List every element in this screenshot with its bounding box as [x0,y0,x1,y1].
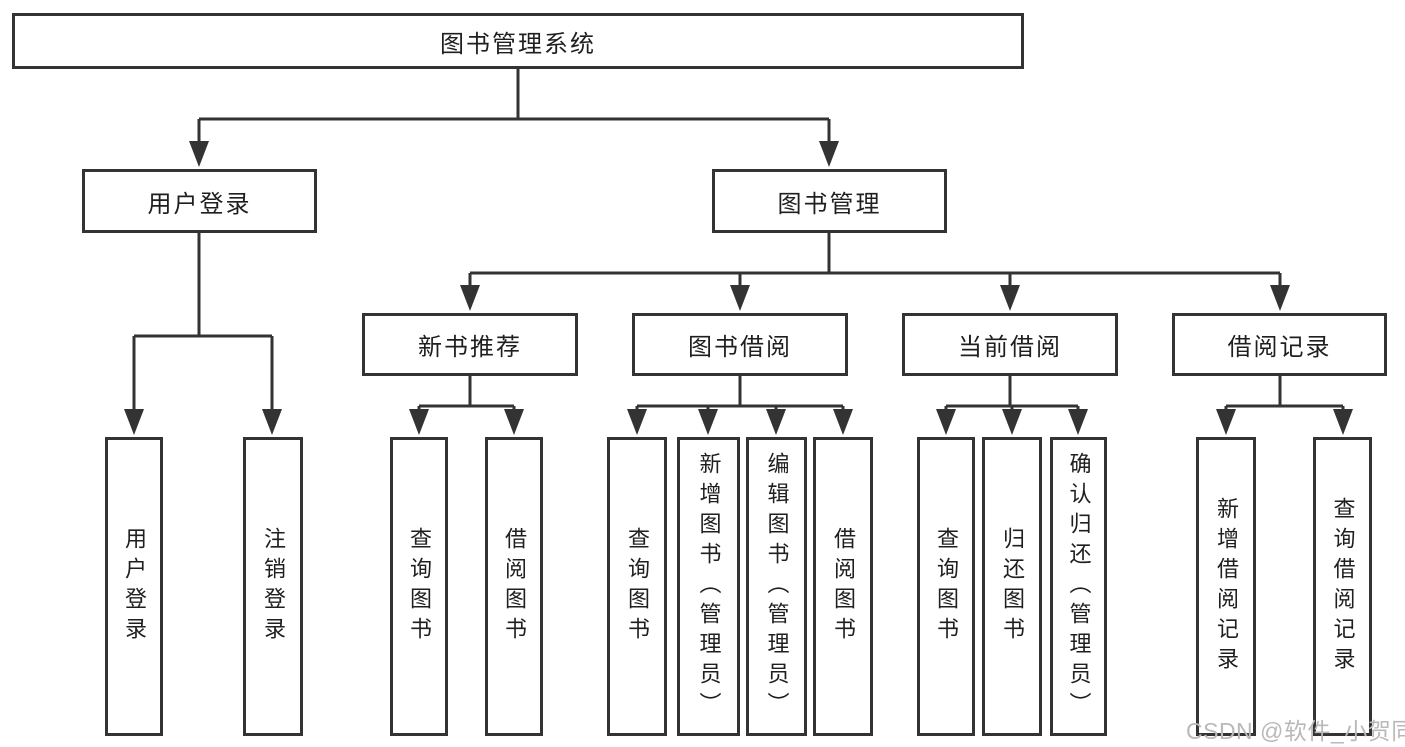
leaf-borrow-book-2: 借阅图书 [813,437,873,736]
node-book-management-label: 图书管理 [777,190,882,218]
arrow-down-icon [262,409,282,435]
node-new-book-recommend: 新书推荐 [362,313,578,376]
leaf-borrow-book-1-label: 借阅图书 [502,526,527,647]
node-book-management: 图书管理 [712,169,947,233]
node-current-borrowing-label: 当前借阅 [958,334,1062,361]
node-borrowing-records-label: 借阅记录 [1227,334,1332,361]
leaf-query-book-3: 查询图书 [917,437,975,736]
node-borrowing-records: 借阅记录 [1172,313,1387,376]
leaf-add-book-admin: 新增图书（管理员） [677,437,740,736]
leaf-return-book-label: 归还图书 [1000,526,1025,647]
node-user-login-label: 用户登录 [147,190,252,218]
node-user-login: 用户登录 [82,169,317,233]
leaf-user-login: 用户登录 [105,437,163,736]
leaf-borrow-book-2-label: 借阅图书 [831,526,856,647]
leaf-query-book-1-label: 查询图书 [407,526,432,647]
leaf-edit-book-admin: 编辑图书（管理员） [746,437,807,736]
leaf-query-borrow-record: 查询借阅记录 [1313,437,1372,736]
leaf-logout: 注销登录 [243,437,303,736]
connector-root-to-level2 [197,69,831,143]
leaf-query-book-2: 查询图书 [607,437,667,736]
arrow-down-icon [1000,285,1020,311]
arrow-down-icon [833,409,853,435]
leaf-confirm-return-admin-label: 确认归还（管理员） [1066,451,1092,722]
arrow-down-icon [1270,285,1290,311]
arrow-down-icon [730,285,750,311]
leaf-add-borrow-record-label: 新增借阅记录 [1214,496,1239,677]
leaf-add-book-admin-label: 新增图书（管理员） [696,451,722,722]
arrow-down-icon [124,409,144,435]
arrow-down-icon [1333,409,1353,435]
connector-borrowrecords-to-leaves [1224,376,1345,411]
node-book-borrowing: 图书借阅 [632,313,848,376]
arrow-down-icon [189,141,209,167]
arrow-down-icon [819,141,839,167]
arrow-down-icon [504,409,524,435]
arrowheads [124,141,1353,435]
arrow-down-icon [1002,409,1022,435]
connector-currentborrow-to-leaves [944,376,1080,411]
node-new-book-recommend-label: 新书推荐 [418,334,522,361]
connector-userlogin-to-leaves [132,233,274,411]
node-book-borrowing-label: 图书借阅 [688,334,792,361]
arrow-down-icon [698,409,718,435]
leaf-confirm-return-admin: 确认归还（管理员） [1050,437,1107,736]
connector-newbookrec-to-leaves [417,376,516,411]
leaf-query-borrow-record-label: 查询借阅记录 [1330,496,1356,677]
leaf-add-borrow-record: 新增借阅记录 [1196,437,1256,736]
leaf-return-book: 归还图书 [982,437,1042,736]
leaf-query-book-3-label: 查询图书 [934,526,959,647]
leaf-borrow-book-1: 借阅图书 [485,437,543,736]
arrow-down-icon [627,409,647,435]
arrow-down-icon [409,409,429,435]
connector-bookmgmt-to-level3 [468,233,1282,287]
node-current-borrowing: 当前借阅 [902,313,1118,376]
arrow-down-icon [936,409,956,435]
csdn-watermark: CSDN @软件_小贺同学 [1186,718,1405,744]
node-root-label: 图书管理系统 [440,30,596,58]
leaf-edit-book-admin-label: 编辑图书（管理员） [764,451,790,722]
leaf-query-book-2-label: 查询图书 [625,526,650,647]
node-root: 图书管理系统 [12,13,1024,69]
arrow-down-icon [1216,409,1236,435]
arrow-down-icon [1068,409,1088,435]
arrow-down-icon [460,285,480,311]
leaf-logout-label: 注销登录 [261,526,286,647]
leaf-user-login-label: 用户登录 [122,526,147,647]
arrow-down-icon [766,409,786,435]
leaf-query-book-1: 查询图书 [390,437,448,736]
connector-bookborrow-to-leaves [635,376,845,411]
